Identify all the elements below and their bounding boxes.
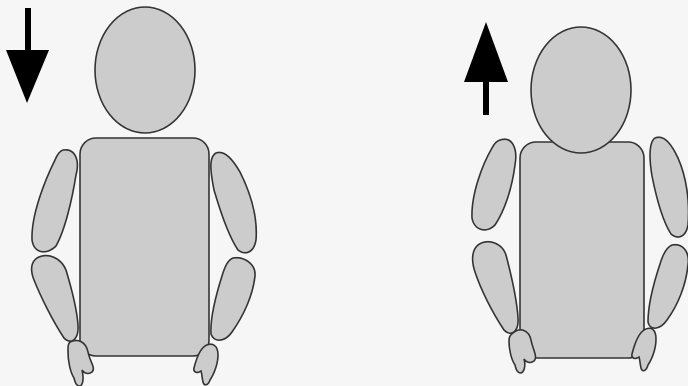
head <box>531 27 631 153</box>
head <box>95 7 195 133</box>
torso <box>520 142 644 358</box>
torso <box>80 138 209 356</box>
